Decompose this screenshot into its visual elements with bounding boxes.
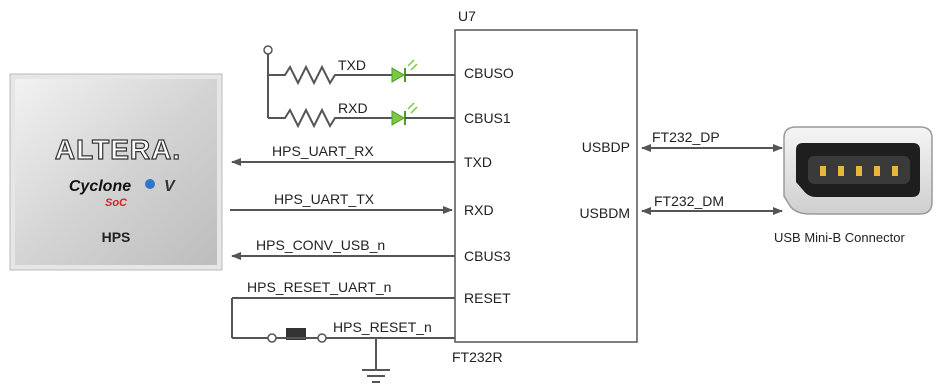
chip-part: FT232R <box>452 349 503 365</box>
cyclone-label: Cyclone <box>69 178 131 195</box>
pin-usbdm: USBDM <box>579 205 630 221</box>
usb-connector-label: USB Mini-B Connector <box>774 230 905 245</box>
resistor-txd-icon <box>268 64 392 86</box>
pin-txd: TXD <box>464 154 492 170</box>
ft232-dp-label: FT232_DP <box>652 129 720 145</box>
switch-node-right-icon <box>317 333 327 343</box>
pullup-network: TXD RXD <box>263 45 455 129</box>
ground-icon <box>362 369 390 383</box>
hps-label: HPS <box>102 229 131 245</box>
vcc-node-icon <box>263 45 273 55</box>
ft232r-chip: U7 FT232R CBUSO CBUS1 TXD RXD CBUS3 RESE… <box>452 8 638 365</box>
hps-reset-uart-label: HPS_RESET_UART_n <box>247 279 391 295</box>
pin-usbdp: USBDP <box>582 139 630 155</box>
cyclone-suffix: V <box>164 178 176 195</box>
pin-cbus1: CBUS1 <box>464 110 511 126</box>
ft232-dm-label: FT232_DM <box>654 193 724 209</box>
led-txd-icon <box>391 67 405 83</box>
cyclone-mark-icon <box>145 179 155 189</box>
hps-block: ALTERA. Cyclone V SoC HPS <box>9 73 223 271</box>
usb-signals: FT232_DP FT232_DM <box>641 129 783 215</box>
pin-cbus0: CBUSO <box>464 65 514 81</box>
rxd-label: RXD <box>338 100 368 116</box>
cyclone-family: Cyclone <box>69 178 131 195</box>
led-rxd-icon <box>391 110 405 126</box>
switch-node-left-icon <box>267 333 277 343</box>
chip-ref: U7 <box>458 8 476 24</box>
pin-cbus3: CBUS3 <box>464 248 511 264</box>
hps-conv-usb-label: HPS_CONV_USB_n <box>256 237 385 253</box>
hps-uart-rx-label: HPS_UART_RX <box>272 143 374 159</box>
pin-rxd: RXD <box>464 202 494 218</box>
resistor-rxd-icon <box>268 107 392 129</box>
altera-logo: ALTERA. <box>55 134 181 165</box>
hps-reset-label: HPS_RESET_n <box>333 319 432 335</box>
hps-uart-tx-label: HPS_UART_TX <box>274 191 375 207</box>
soc-label: SoC <box>105 197 128 209</box>
txd-label: TXD <box>338 57 366 73</box>
uart-signals: HPS_UART_RX HPS_UART_TX HPS_CONV_USB_n <box>230 143 455 260</box>
usb-mini-b-connector: USB Mini-B Connector <box>774 126 933 245</box>
pin-reset: RESET <box>464 290 511 306</box>
reset-network: HPS_RESET_UART_n HPS_RESET_n <box>231 279 455 383</box>
